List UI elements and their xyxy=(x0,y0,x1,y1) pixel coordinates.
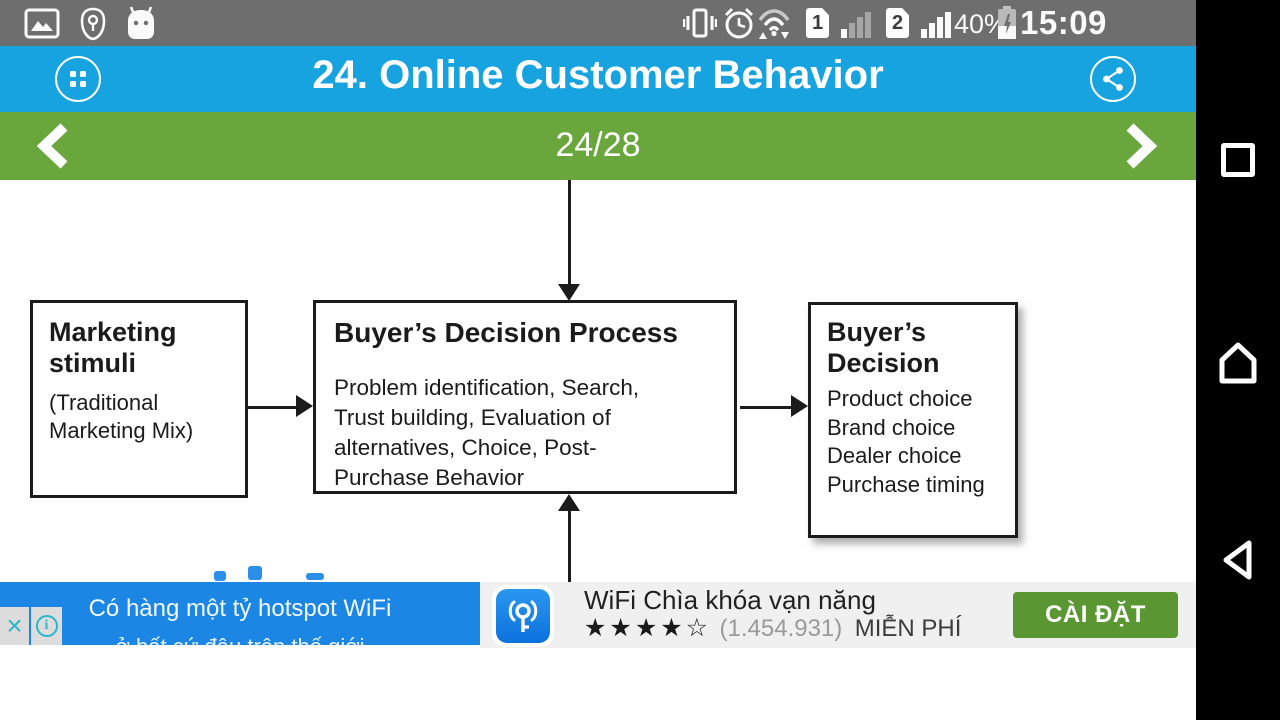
clipped-text-fragment xyxy=(306,573,324,580)
android-navigation-bar xyxy=(1196,0,1280,720)
ad-message-line1: Có hàng một tỷ hotspot WiFi xyxy=(88,595,392,622)
share-icon xyxy=(1103,67,1123,91)
arrow-process-to-decision-head xyxy=(791,395,808,417)
ad-app-title: WiFi Chìa khóa vạn năng xyxy=(584,585,876,615)
marketing-stimuli-box: Marketing stimuli (Traditional Marketing… xyxy=(30,300,248,498)
ad-message-line2-clipped: ở bất cứ đâu trên thế giới xyxy=(0,634,480,645)
box-title: Marketing stimuli xyxy=(49,317,177,379)
status-bar: 1 2 40% 15:09 xyxy=(0,0,1196,46)
box-body: (Traditional Marketing Mix) xyxy=(49,390,194,444)
wifi-icon xyxy=(758,9,790,39)
sim1-number: 1 xyxy=(811,11,824,34)
clipped-text-fragment xyxy=(214,571,226,581)
alarm-clock-icon xyxy=(724,7,754,39)
wifi-key-app-icon xyxy=(496,589,550,643)
install-button[interactable]: CÀI ĐẶT xyxy=(1013,592,1178,638)
sim2-badge: 2 xyxy=(886,8,909,38)
sim1-badge: 1 xyxy=(806,8,829,38)
star-rating: ★★★★☆ xyxy=(584,614,712,642)
wifi-key-glyph-icon xyxy=(508,600,538,632)
app-content: 1 2 40% 15:09 24. Online Customer Behavi… xyxy=(0,0,1196,720)
slide-pager-bar: 24/28 xyxy=(0,112,1196,180)
sim2-number: 2 xyxy=(891,11,904,34)
app-icon-frame[interactable] xyxy=(492,585,554,647)
recent-apps-button[interactable] xyxy=(1221,143,1255,177)
signal-strength-sim1-icon xyxy=(841,12,873,38)
arrow-left-to-process-line xyxy=(248,406,298,409)
signal-strength-sim2-icon xyxy=(921,12,953,38)
vibrate-icon xyxy=(683,8,717,38)
battery-charging-icon xyxy=(998,6,1016,39)
arrow-left-to-process-head xyxy=(296,395,313,417)
info-icon: i xyxy=(35,615,58,637)
arrow-top-line xyxy=(568,180,571,286)
arrow-bottom-head xyxy=(558,494,580,511)
page-title: 24. Online Customer Behavior xyxy=(312,53,884,97)
arrow-process-to-decision-line xyxy=(740,406,792,409)
ad-banner: Có hàng một tỷ hotspot WiFi ở bất cứ đâu… xyxy=(0,582,1196,650)
ad-close-button[interactable]: × xyxy=(0,607,29,645)
marshmallow-android-icon xyxy=(128,6,154,39)
rating-count: (1.454.931) xyxy=(719,615,843,642)
slide-position-label: 24/28 xyxy=(555,126,641,164)
grid-menu-icon xyxy=(70,71,86,87)
ad-app-card: WiFi Chìa khóa vạn năng ★★★★☆ (1.454.931… xyxy=(480,582,1196,648)
close-icon: × xyxy=(6,610,23,641)
chevron-right-icon xyxy=(1126,123,1158,169)
box-title: Buyer’s Decision xyxy=(827,317,940,379)
clock-time: 15:09 xyxy=(1020,4,1107,41)
home-button[interactable] xyxy=(1215,340,1261,384)
chevron-left-icon xyxy=(36,123,68,169)
ad-info-button[interactable]: i xyxy=(31,607,62,645)
menu-button[interactable] xyxy=(55,56,101,102)
shield-key-notification-icon xyxy=(80,7,106,41)
app-header: 24. Online Customer Behavior xyxy=(0,46,1196,112)
box-body: Problem identification, Search, Trust bu… xyxy=(334,375,640,490)
arrow-top-head xyxy=(558,284,580,301)
price-label: MIỄN PHÍ xyxy=(854,615,962,642)
ad-message-panel[interactable]: Có hàng một tỷ hotspot WiFi ở bất cứ đâu… xyxy=(0,582,480,645)
box-body: Product choice Brand choice Dealer choic… xyxy=(827,386,985,497)
previous-slide-button[interactable] xyxy=(36,122,72,175)
gallery-notification-icon xyxy=(24,8,60,39)
clipped-text-fragment xyxy=(248,566,262,580)
back-button[interactable] xyxy=(1218,538,1256,582)
share-button[interactable] xyxy=(1090,56,1136,102)
buyers-decision-box: Buyer’s Decision Product choice Brand ch… xyxy=(808,302,1018,538)
box-title: Buyer’s Decision Process xyxy=(334,317,678,348)
arrow-bottom-line xyxy=(568,511,571,582)
ad-app-meta: ★★★★☆ (1.454.931) MIỄN PHÍ xyxy=(584,613,961,643)
next-slide-button[interactable] xyxy=(1122,122,1158,175)
buyers-decision-process-box: Buyer’s Decision Process Problem identif… xyxy=(313,300,737,494)
